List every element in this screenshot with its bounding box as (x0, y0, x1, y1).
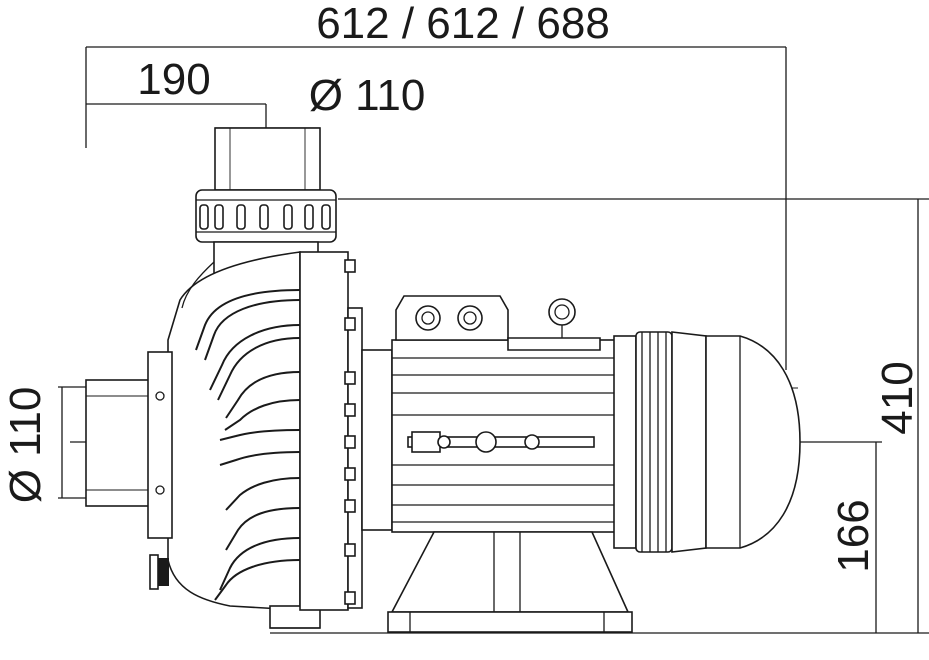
overall-height-label: 410 (873, 361, 922, 434)
flange-bolts (344, 259, 356, 605)
discharge-offset-label: 190 (137, 55, 210, 104)
overall-length-label: 612 / 612 / 688 (316, 0, 610, 48)
fan-cover (613, 331, 801, 553)
suction-port (85, 351, 173, 539)
suction-diameter-label: Ø 110 (1, 387, 50, 504)
pump-flange (299, 251, 363, 611)
discharge-diameter-label: Ø 110 (309, 71, 426, 120)
terminal-box (395, 295, 601, 351)
motor-body (361, 339, 621, 533)
motor-base (387, 531, 633, 633)
axis-height-label: 166 (829, 499, 878, 572)
pump-housing (149, 251, 321, 629)
